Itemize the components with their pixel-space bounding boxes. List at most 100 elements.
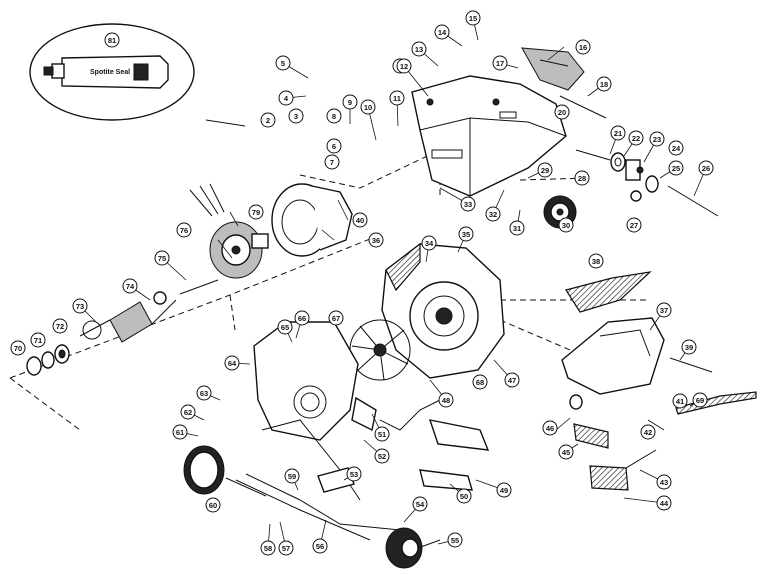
callout-circle	[496, 482, 512, 498]
callout-number: 61	[176, 428, 184, 437]
callout-number: 12	[400, 62, 408, 71]
callout-circle	[196, 385, 212, 401]
shafts	[205, 95, 719, 217]
callout-number: 14	[438, 28, 447, 37]
part-callout: 13	[411, 41, 427, 57]
callout-number: 67	[332, 314, 340, 323]
part-callout: 44	[656, 495, 672, 511]
part-callout: 76	[176, 222, 192, 238]
callout-number: 55	[451, 536, 459, 545]
callout-circle	[180, 404, 196, 420]
part-callout: 57	[278, 540, 294, 556]
callout-circle	[10, 340, 26, 356]
part-callout: 51	[374, 426, 390, 442]
callout-number: 44	[660, 499, 669, 508]
callout-circle	[537, 162, 553, 178]
part-callout: 59	[284, 468, 300, 484]
callout-circle	[672, 393, 688, 409]
part-callout: 61	[172, 424, 188, 440]
callout-circle	[396, 58, 412, 74]
part-callout: 39	[681, 339, 697, 355]
callout-circle	[509, 220, 525, 236]
callout-circle	[52, 318, 68, 334]
part-callout: 41	[672, 393, 688, 409]
callout-number: 76	[180, 226, 188, 235]
callout-number: 65	[281, 323, 289, 332]
callout-circle	[72, 298, 88, 314]
callout-circle	[389, 90, 405, 106]
part-callout: 49	[496, 482, 512, 498]
part-callout: 23	[649, 131, 665, 147]
callout-circle	[692, 392, 708, 408]
callout-circle	[460, 196, 476, 212]
callout-number: 25	[672, 164, 680, 173]
part-callout: 70	[10, 340, 26, 356]
callout-circle	[284, 468, 300, 484]
motor-hood	[411, 75, 567, 197]
part-callout: 27	[626, 217, 642, 233]
part-callout: 30	[558, 217, 574, 233]
part-callout: 24	[668, 140, 684, 156]
part-callout: 4	[278, 90, 294, 106]
callout-circle	[421, 235, 437, 251]
callout-circle	[575, 39, 591, 55]
callout-circle	[542, 420, 558, 436]
callout-circle	[360, 99, 376, 115]
callout-number: 24	[672, 144, 681, 153]
part-callout: 54	[412, 496, 428, 512]
part-callout: 3	[288, 108, 304, 124]
part-callout: 8	[326, 108, 342, 124]
part-callout: 55	[447, 532, 463, 548]
part-callout: 48	[438, 392, 454, 408]
callout-circle	[411, 41, 427, 57]
callout-circle	[224, 355, 240, 371]
callout-number: 48	[442, 396, 450, 405]
callout-circle	[649, 131, 665, 147]
part-callout: 75	[154, 250, 170, 266]
callout-number: 81	[108, 36, 116, 45]
part-callout: 52	[374, 448, 390, 464]
part-callout: 28	[574, 170, 590, 186]
callout-circle	[668, 160, 684, 176]
part-callout: 58	[260, 540, 276, 556]
fan-housing	[381, 242, 505, 379]
callout-number: 43	[660, 478, 668, 487]
callout-circle	[104, 32, 120, 48]
callout-circle	[248, 204, 264, 220]
callout-number: 69	[696, 396, 704, 405]
callout-circle	[588, 253, 604, 269]
callout-number: 74	[126, 282, 135, 291]
callout-number: 10	[364, 103, 372, 112]
callout-number: 42	[644, 428, 652, 437]
part-callout: 73	[72, 298, 88, 314]
callout-number: 26	[702, 164, 710, 173]
callout-number: 64	[228, 359, 237, 368]
callout-number: 54	[416, 500, 425, 509]
callout-circle	[176, 222, 192, 238]
callout-number: 72	[56, 322, 64, 331]
callout-number: 13	[415, 45, 423, 54]
part-callout: 64	[224, 355, 240, 371]
callout-number: 49	[500, 486, 508, 495]
part-callout: 63	[196, 385, 212, 401]
part-callout: 34	[421, 235, 437, 251]
part-callout: 45	[558, 444, 574, 460]
callout-number: 33	[464, 200, 472, 209]
part-callout: 7	[324, 154, 340, 170]
part-callout: 43	[656, 474, 672, 490]
callout-circle	[434, 24, 450, 40]
callout-number: 22	[632, 134, 640, 143]
part-callout: 31	[509, 220, 525, 236]
callout-number: 35	[462, 230, 470, 239]
part-callout: 79	[248, 204, 264, 220]
callout-circle	[326, 138, 342, 154]
part-callout: 42	[640, 424, 656, 440]
bearings-washers	[610, 152, 659, 202]
part-callout: 10	[360, 99, 376, 115]
callout-circle	[342, 94, 358, 110]
small-mid-parts	[317, 396, 490, 493]
callout-number: 17	[496, 59, 504, 68]
callout-circle	[324, 154, 340, 170]
part-callout: 40	[352, 212, 368, 228]
part-callout: 22	[628, 130, 644, 146]
